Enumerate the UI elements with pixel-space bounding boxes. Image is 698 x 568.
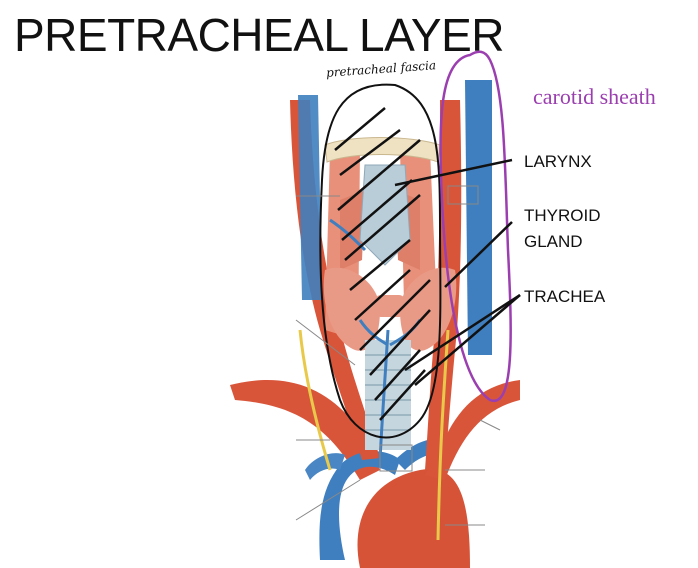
label-trachea: TRACHEA: [524, 287, 606, 306]
label-thyroid-line1: THYROID: [524, 206, 601, 225]
vagus-nerves: [298, 329, 450, 541]
figure-leader-lines: [295, 185, 501, 526]
fascia-hatching: [334, 107, 431, 421]
page-title: PRETRACHEAL LAYER: [14, 9, 504, 61]
jugular-veins: [298, 80, 492, 355]
label-leaders: [394, 158, 521, 386]
carotid-sheath-note: carotid sheath: [533, 84, 656, 109]
larynx: [359, 164, 411, 266]
pretracheal-fascia-outline: [319, 83, 442, 439]
label-larynx: LARYNX: [524, 152, 592, 171]
aortic-arch: [230, 380, 520, 568]
carotid-sheath-outline: [439, 50, 512, 403]
label-thyroid-line2: GLAND: [524, 232, 583, 251]
